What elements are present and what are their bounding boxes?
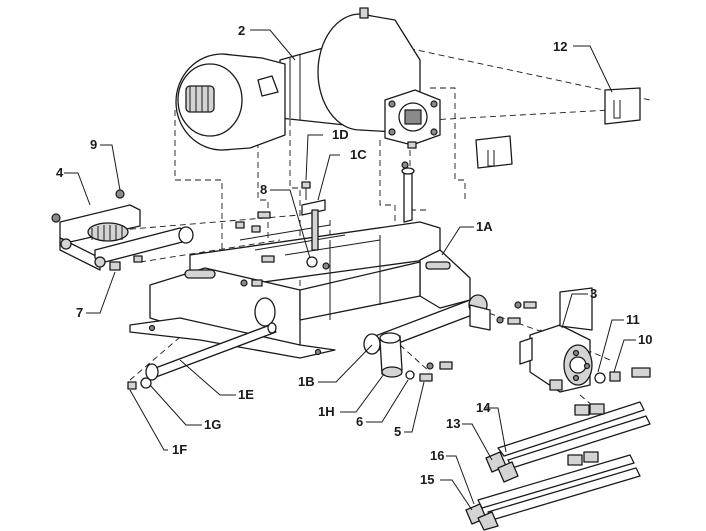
hydraulic-motor xyxy=(519,287,651,393)
label-2: 2 xyxy=(238,23,245,38)
label-1b: 1B xyxy=(298,374,315,389)
label-6: 6 xyxy=(356,414,363,429)
fasteners xyxy=(109,141,537,390)
shim-plates xyxy=(475,87,641,169)
label-9: 9 xyxy=(90,137,97,152)
leader-lines xyxy=(64,29,636,511)
label-1d: 1D xyxy=(332,127,349,142)
callout-labels: 2 12 1D 1C 9 4 8 1A 7 3 11 10 1B 1E 1H 6… xyxy=(56,23,652,487)
tensioner-assembly xyxy=(51,189,194,271)
label-16: 16 xyxy=(430,448,444,463)
label-1c: 1C xyxy=(350,147,367,162)
label-5: 5 xyxy=(394,424,401,439)
label-1a: 1A xyxy=(476,219,493,234)
label-12: 12 xyxy=(553,39,567,54)
label-1f: 1F xyxy=(172,442,187,457)
label-1h: 1H xyxy=(318,404,335,419)
hydraulic-hoses xyxy=(465,401,651,531)
base-frame xyxy=(129,181,471,359)
pins-and-bushings xyxy=(145,167,491,381)
label-1e: 1E xyxy=(238,387,254,402)
label-13: 13 xyxy=(446,416,460,431)
label-15: 15 xyxy=(420,472,434,487)
label-10: 10 xyxy=(638,332,652,347)
winch-assembly xyxy=(175,7,441,151)
label-11: 11 xyxy=(626,312,640,327)
label-4: 4 xyxy=(56,165,64,180)
label-8: 8 xyxy=(260,182,267,197)
label-14: 14 xyxy=(476,400,491,415)
label-1g: 1G xyxy=(204,417,221,432)
label-3: 3 xyxy=(590,286,597,301)
label-7: 7 xyxy=(76,305,83,320)
